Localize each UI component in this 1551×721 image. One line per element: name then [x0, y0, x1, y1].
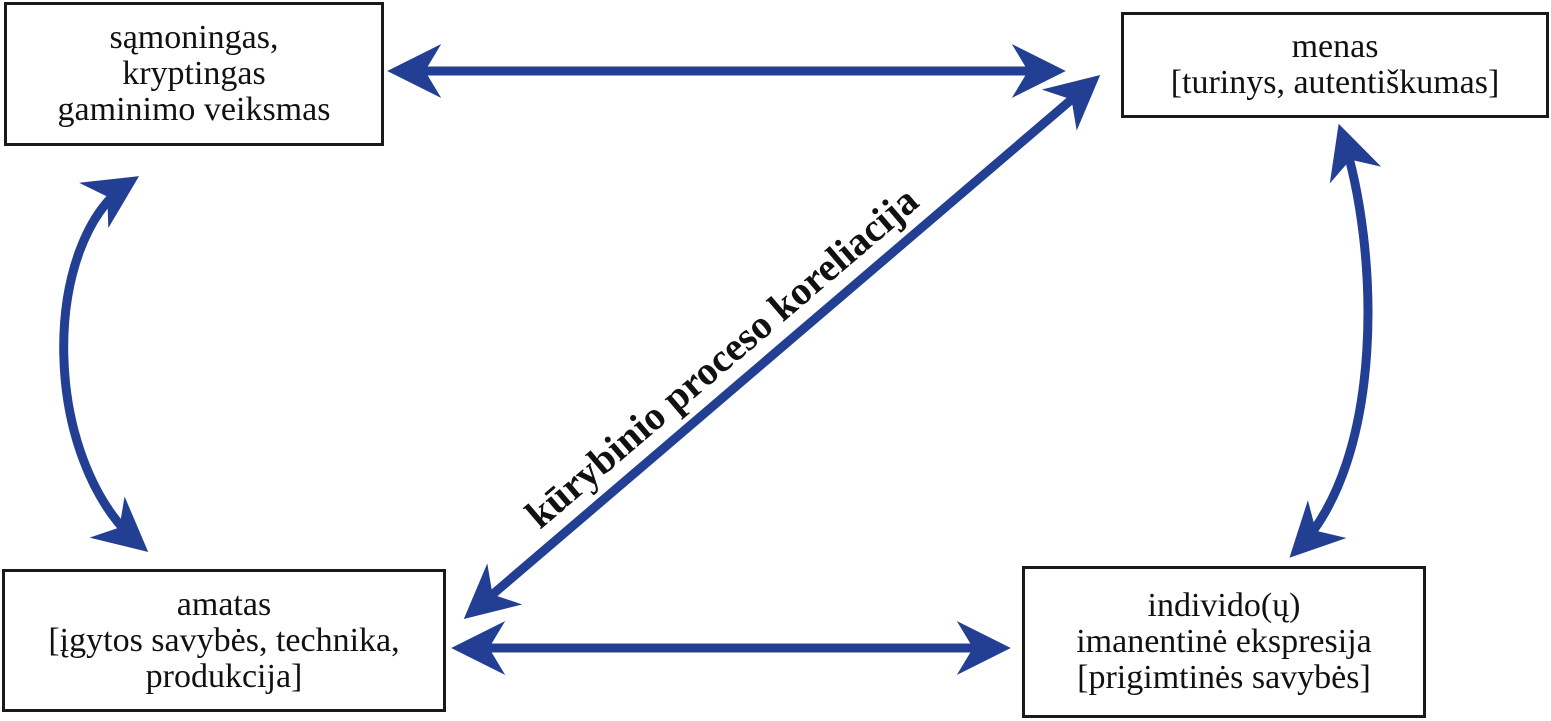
node-craft: amatas [įgytos savybės, technika, produk…: [2, 569, 446, 712]
node-line: [įgytos savybės, technika,: [48, 621, 400, 659]
node-line: [turinys, autentiškumas]: [1170, 64, 1500, 101]
node-art: menas [turinys, autentiškumas]: [1121, 12, 1549, 118]
arrow-left-curved: [59, 176, 149, 553]
node-line: amatas: [176, 585, 272, 623]
node-conscious-action: sąmoningas, kryptingas gaminimo veiksmas: [4, 2, 384, 146]
node-line: sąmoningas,: [109, 19, 279, 56]
node-line: kryptingas: [122, 55, 266, 92]
node-line: individo(ų): [1147, 587, 1301, 624]
node-individual-expression: individo(ų) imanentinė ekspresija [prigi…: [1022, 566, 1426, 718]
node-line: gaminimo veiksmas: [57, 91, 331, 128]
node-line: menas: [1291, 28, 1379, 65]
arrow-right-curved: [1289, 123, 1382, 558]
arrow-diagonal: [463, 74, 1101, 620]
node-line: imanentinė ekspresija: [1076, 623, 1372, 660]
diagonal-label: kūrybinio proceso koreliacija: [517, 177, 927, 536]
node-line: [prigimtinės savybės]: [1077, 659, 1371, 696]
node-line: produkcija]: [145, 657, 303, 695]
